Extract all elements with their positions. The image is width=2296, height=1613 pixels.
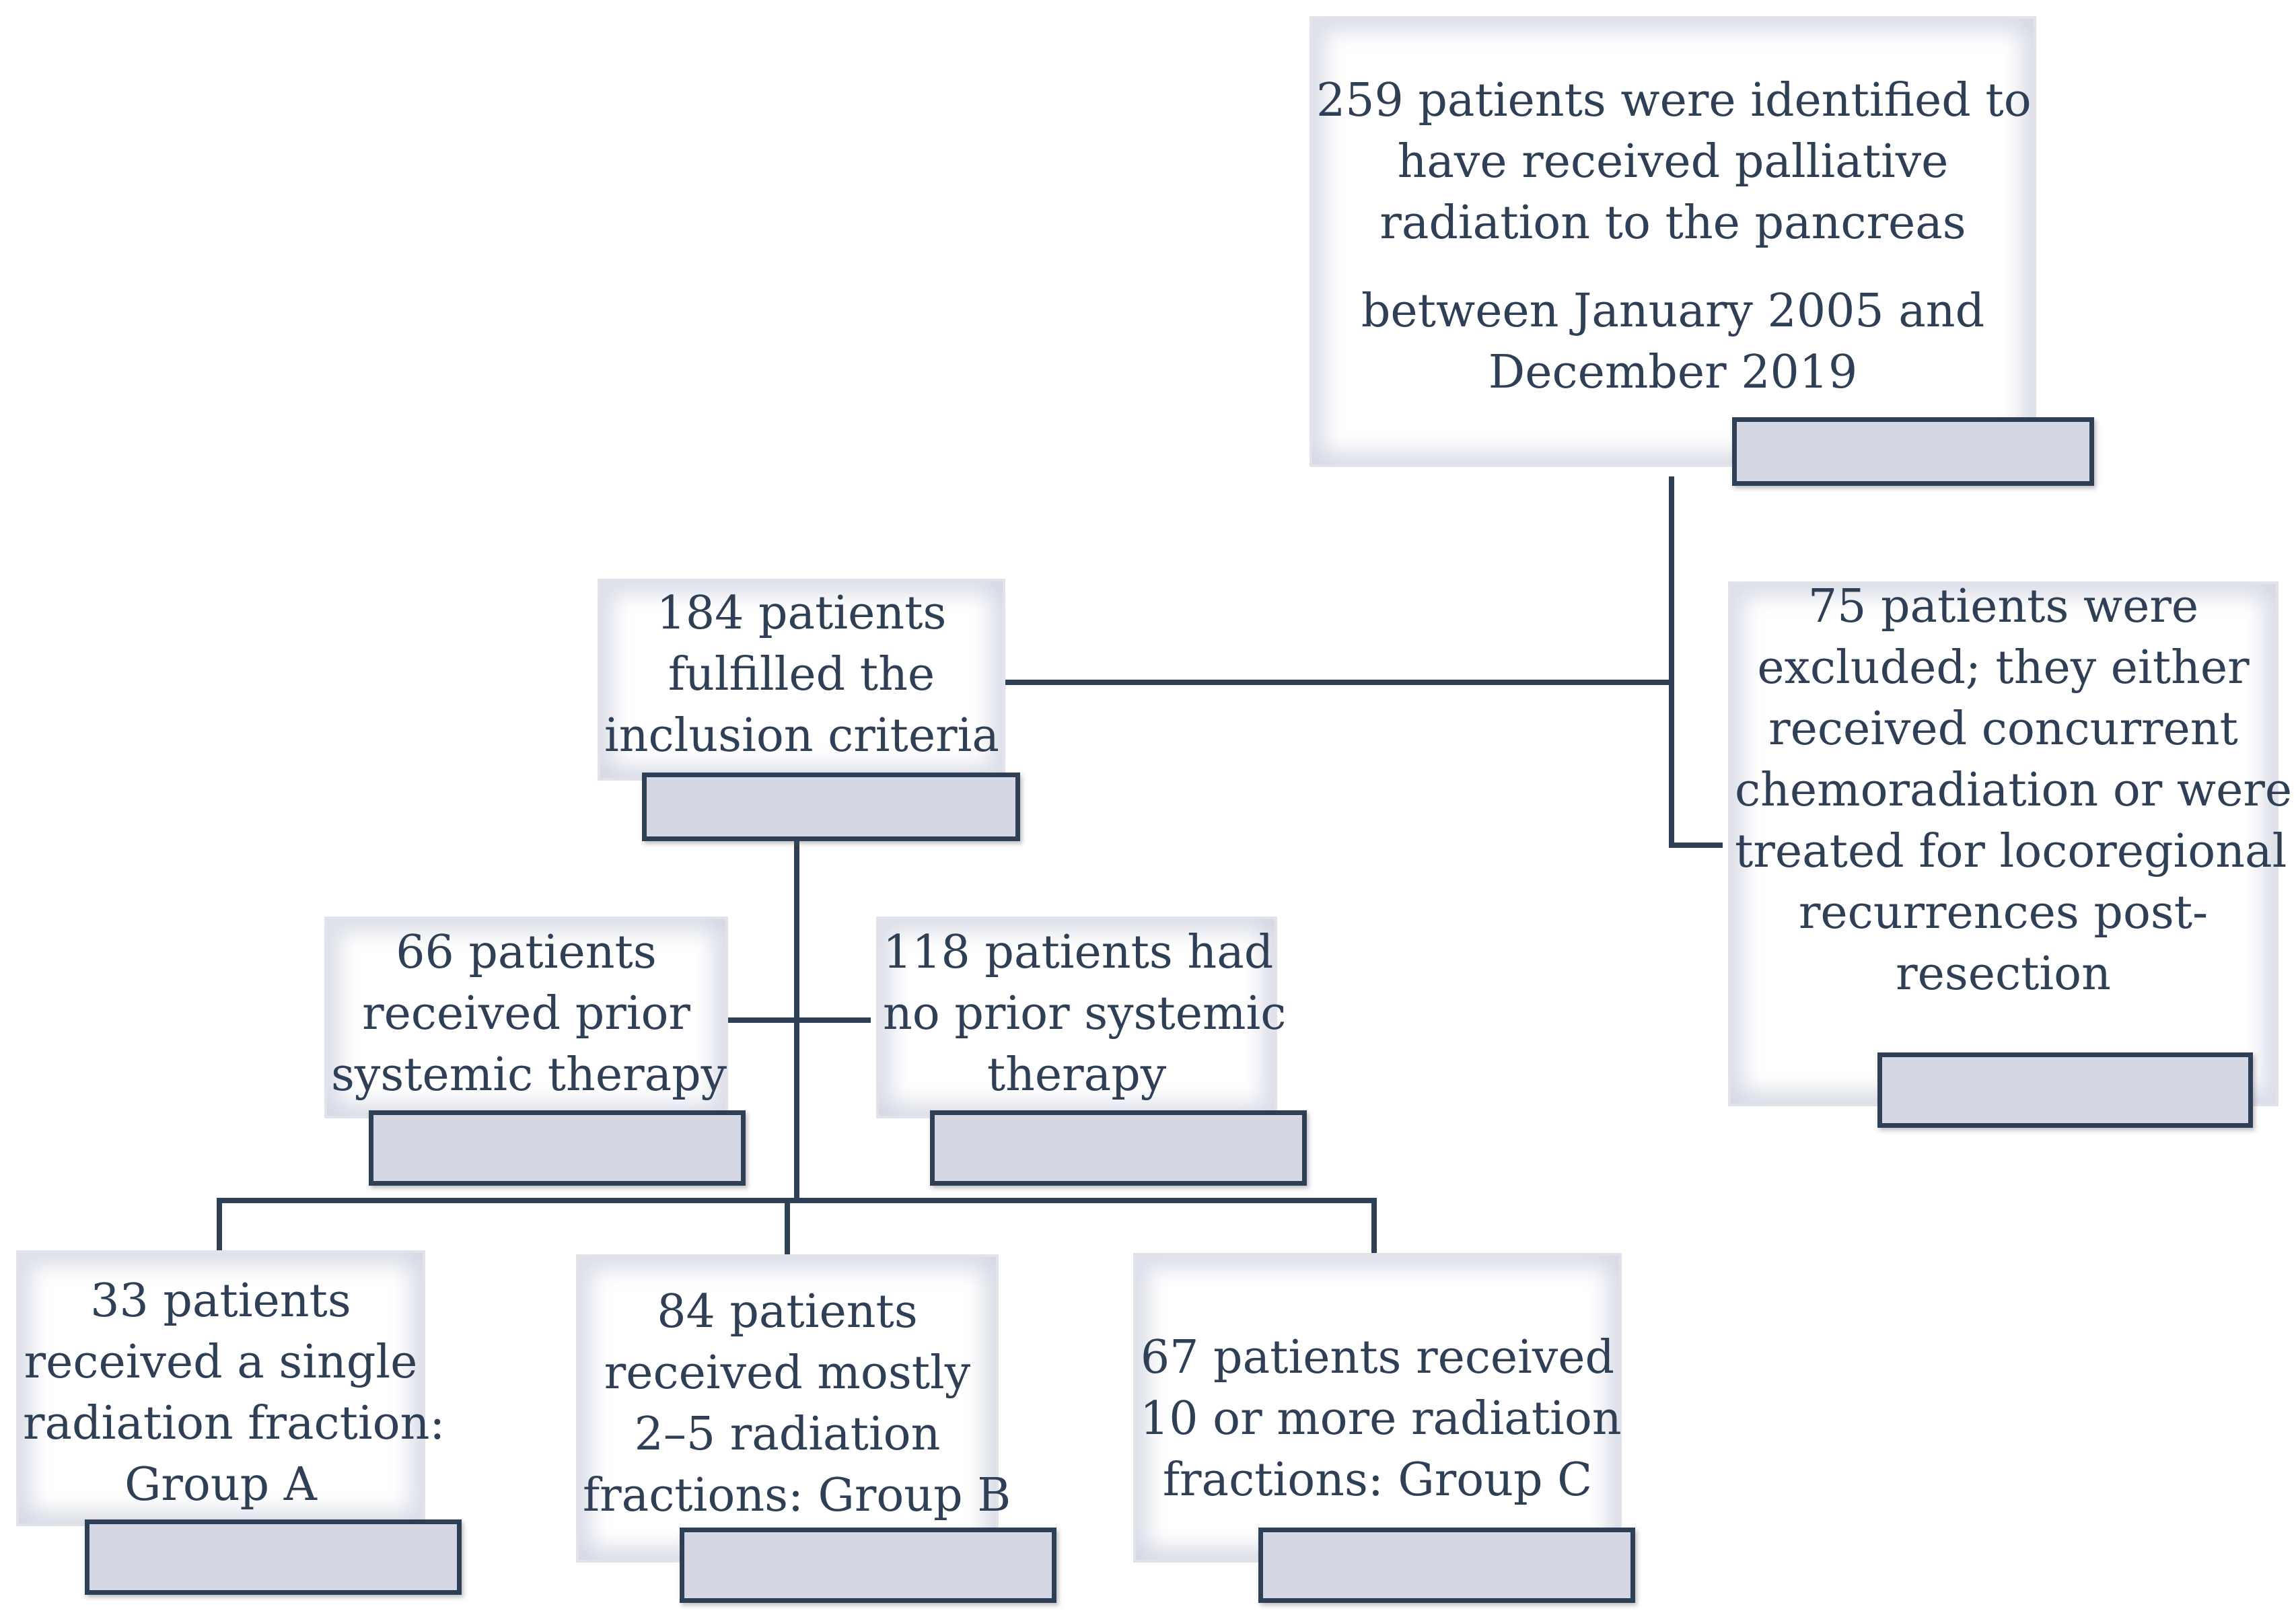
excluded-text: 75 patients were excluded; they either r… [1735,580,2293,1001]
group-b-text: 84 patients received mostly 2–5 radiatio… [583,1285,1011,1522]
group-c-text: 67 patients received 10 or more radiatio… [1140,1331,1622,1507]
group-a-text: 33 patients received a single radiation … [23,1275,445,1511]
prior-therapy-text: 66 patients received prior systemic ther… [331,926,727,1102]
group-b-tab [680,1528,1056,1603]
group-a-box: 33 patients received a single radiation … [16,1250,445,1526]
included-tab [642,773,1020,841]
no-prior-therapy-text: 118 patients had no prior systemic thera… [883,926,1287,1102]
prior-therapy-tab [369,1110,746,1186]
identified-text: 259 patients were identified to have rec… [1316,74,2032,399]
identified-box: 259 patients were identified to have rec… [1310,16,2036,467]
group-c-box: 67 patients received 10 or more radiatio… [1133,1253,1622,1563]
included-box: 184 patients fulfilled the inclusion cri… [598,579,1005,781]
identified-tab [1732,417,2094,486]
excluded-tab [1877,1052,2253,1128]
prior-therapy-box: 66 patients received prior systemic ther… [324,917,728,1118]
no-prior-therapy-box: 118 patients had no prior systemic thera… [876,917,1287,1118]
group-a-tab [85,1519,462,1595]
excluded-box: 75 patients were excluded; they either r… [1728,580,2292,1106]
group-b-box: 84 patients received mostly 2–5 radiatio… [576,1254,1011,1563]
included-text: 184 patients fulfilled the inclusion cri… [604,587,999,762]
no-prior-therapy-tab [930,1110,1307,1186]
group-c-tab [1258,1528,1635,1603]
